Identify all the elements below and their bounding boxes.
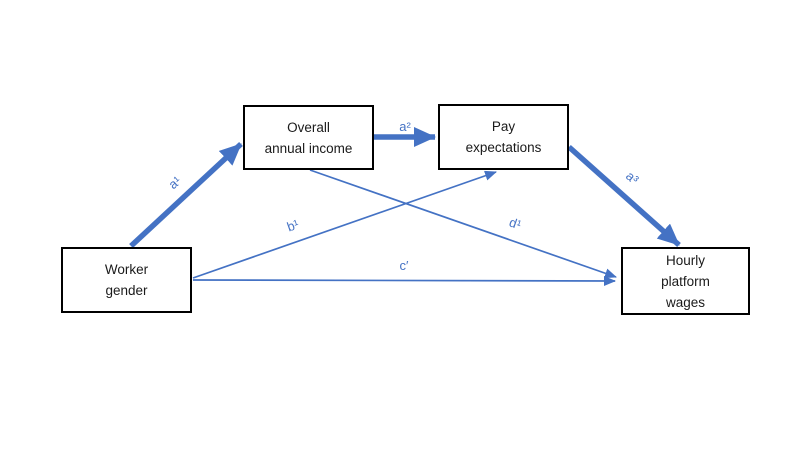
- edge-a2-label: a²: [399, 119, 411, 134]
- node-hourly-platform-wages-line3: wages: [665, 294, 706, 310]
- edge-labels: a¹ a² a³ b¹ d¹ c′: [165, 119, 642, 273]
- node-hourly-platform-wages: Hourly platform wages: [621, 247, 750, 315]
- edge-c-label: c′: [400, 258, 410, 273]
- node-pay-expectations-line1: Pay: [491, 119, 516, 134]
- edge-a3-arrow: [567, 144, 681, 248]
- edge-a1-label: a¹: [165, 173, 184, 192]
- edge-b1-label: b¹: [285, 216, 301, 234]
- edge-arrows: [129, 127, 681, 286]
- node-hourly-platform-wages-line1: Hourly: [665, 252, 705, 268]
- node-worker-gender: Worker gender: [61, 247, 192, 313]
- node-overall-annual-income-line2: annual income: [264, 140, 353, 156]
- node-overall-annual-income: Overall annual income: [243, 105, 374, 170]
- edge-d1-label: d¹: [507, 215, 523, 233]
- edge-d1-arrow: [309, 169, 617, 279]
- node-hourly-platform-wages-line2: platform: [661, 273, 710, 289]
- node-pay-expectations: Pay expectations: [438, 104, 569, 170]
- node-worker-gender-line2: gender: [105, 283, 148, 298]
- node-pay-expectations-line2: expectations: [465, 140, 542, 155]
- edge-c-arrow: [192, 275, 616, 286]
- node-overall-annual-income-line1: Overall: [287, 119, 330, 135]
- edge-a3-label: a³: [623, 168, 642, 187]
- edge-b1-arrow: [192, 170, 497, 279]
- edge-a1-arrow: [129, 141, 243, 249]
- node-worker-gender-line1: Worker: [104, 262, 149, 277]
